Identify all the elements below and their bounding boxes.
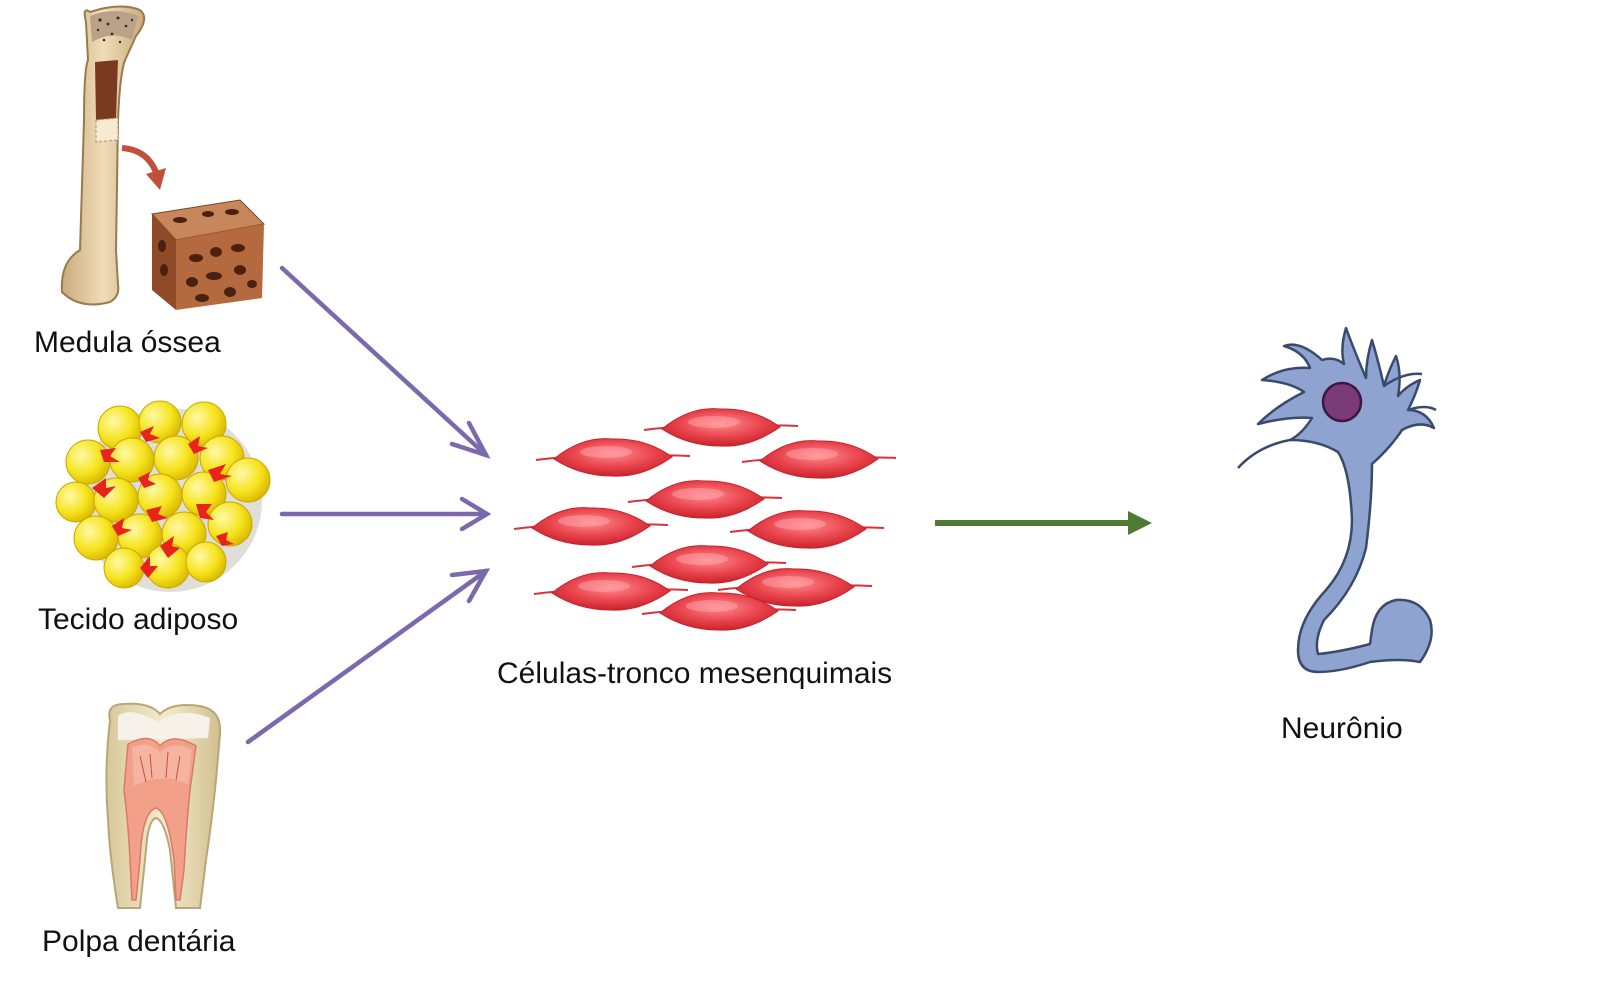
stem-cell: [729, 510, 885, 549]
label-neuron: Neurônio: [1281, 712, 1403, 745]
label-dental-pulp: Polpa dentária: [42, 925, 236, 958]
label-bone-marrow: Medula óssea: [34, 326, 221, 359]
mesenchymal-stem-cells: [513, 408, 897, 631]
arrow-fat-to-cells: [279, 496, 492, 532]
adipose-illustration: [55, 400, 271, 592]
arrow-bone-to-cells: [279, 265, 491, 459]
label-mesenchymal-stem-cells: Células-tronco mesenquimais: [497, 657, 893, 690]
stem-cell: [717, 568, 873, 607]
source-arrows: [245, 265, 492, 745]
stem-cell: [513, 507, 669, 546]
spongy-bone-cube: [150, 199, 266, 310]
stem-cell: [533, 572, 689, 611]
stem-cell: [627, 480, 783, 519]
stem-cell: [643, 408, 799, 447]
label-adipose-tissue: Tecido adiposo: [38, 603, 239, 636]
stem-cell: [741, 440, 897, 479]
bone-illustration: [60, 5, 266, 310]
stem-cell: [631, 545, 787, 584]
stem-cell: [535, 438, 691, 477]
neuron-illustration: [1237, 326, 1437, 674]
arrow-tooth-to-cells: [245, 568, 491, 745]
arrow-cells-to-neuron: [935, 511, 1152, 535]
stem-cell: [641, 592, 797, 631]
tooth-illustration: [105, 702, 222, 909]
